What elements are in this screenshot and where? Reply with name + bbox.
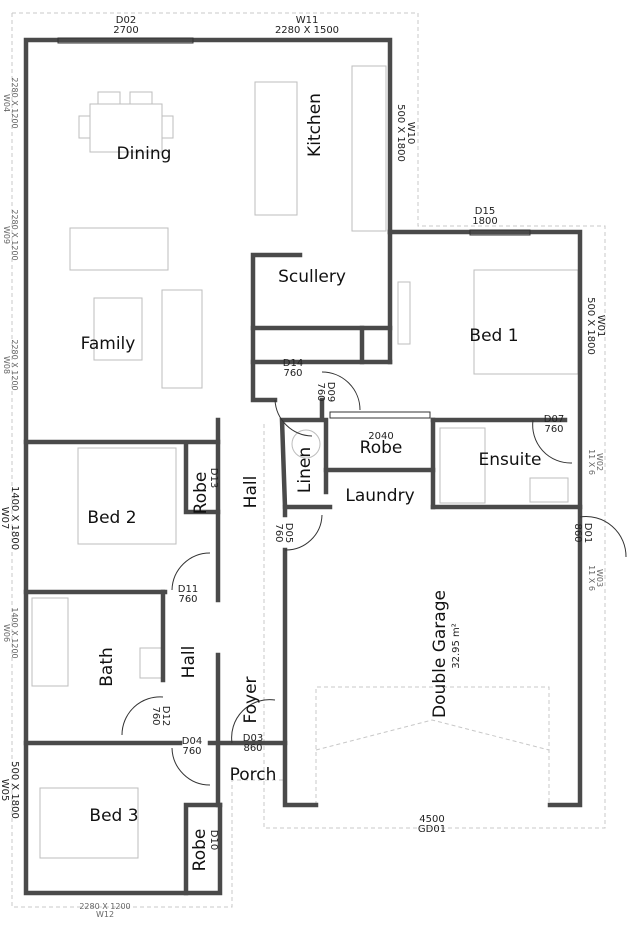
window-w07-code: W07 bbox=[0, 507, 10, 530]
window-w10-code: W10 bbox=[405, 122, 416, 145]
window-w08-size: 2280 X 1200 bbox=[10, 339, 19, 390]
door-d04-code: D04 bbox=[182, 736, 202, 747]
door-d01-code: D01 bbox=[582, 523, 593, 543]
door-d14-size: 760 bbox=[283, 368, 302, 379]
door-d15-code: D15 bbox=[475, 206, 495, 217]
room-bed1: Bed 1 bbox=[469, 326, 518, 346]
window-w04-code: W04 bbox=[2, 94, 11, 112]
room-robe-bed2: Robe bbox=[191, 472, 211, 515]
door-d07-size: 760 bbox=[544, 424, 563, 435]
room-dining: Dining bbox=[117, 144, 172, 164]
window-w05-code: W05 bbox=[0, 779, 10, 802]
window-w03-code: W03 bbox=[595, 569, 604, 587]
door-d13-code: D13 bbox=[208, 468, 219, 488]
door-gd01-code: GD01 bbox=[418, 824, 446, 835]
door-d02-code: D02 bbox=[116, 15, 136, 26]
window-w10-size: 500 X 1800 bbox=[395, 104, 406, 162]
window-w02-code: W02 bbox=[595, 453, 604, 471]
room-bath: Bath bbox=[97, 647, 117, 687]
door-d10-code: D10 bbox=[208, 830, 219, 850]
room-foyer: Foyer bbox=[241, 676, 261, 723]
room-linen: Linen bbox=[295, 447, 315, 493]
door-d07-code: D07 bbox=[544, 414, 564, 425]
window-w09-size: 2280 X 1200 bbox=[10, 209, 19, 260]
window-w09-code: W09 bbox=[2, 226, 11, 244]
furniture bbox=[31, 65, 579, 859]
door-labels: D02 2700 D15 1800 D14 760 D09 760 D07 76… bbox=[113, 15, 593, 850]
door-d11-code: D11 bbox=[178, 584, 198, 595]
door-d15-size: 1800 bbox=[472, 216, 497, 227]
door-d09-code: D09 bbox=[325, 382, 336, 402]
window-w11-code: W11 bbox=[296, 15, 319, 26]
door-d04-size: 760 bbox=[182, 746, 201, 757]
window-w02-size: 11 X 6 bbox=[587, 449, 596, 475]
window-w08-code: W08 bbox=[2, 356, 11, 374]
robe-slider-size: 2040 bbox=[368, 431, 393, 442]
door-d11-size: 760 bbox=[178, 594, 197, 605]
room-labels: Dining Kitchen Family Scullery Bed 1 Ens… bbox=[81, 93, 542, 871]
door-d05-size: 760 bbox=[273, 523, 284, 542]
door-d14-code: D14 bbox=[283, 358, 303, 369]
door-d12-size: 760 bbox=[150, 706, 161, 725]
door-swings bbox=[57, 37, 627, 786]
window-w04-size: 2280 X 1200 bbox=[10, 77, 19, 128]
door-d05-code: D05 bbox=[283, 523, 294, 543]
room-robe-master: Robe bbox=[360, 438, 403, 458]
room-bed2: Bed 2 bbox=[87, 508, 136, 528]
window-w06-code: W06 bbox=[2, 624, 11, 642]
window-w01-size: 500 X 1800 bbox=[585, 297, 596, 355]
door-d09-size: 760 bbox=[315, 382, 326, 401]
room-laundry: Laundry bbox=[345, 486, 414, 506]
door-d12-code: D12 bbox=[160, 706, 171, 726]
window-w11-size: 2280 X 1500 bbox=[275, 25, 339, 36]
room-porch: Porch bbox=[230, 765, 277, 785]
door-d01-size: 860 bbox=[572, 523, 583, 542]
door-d02-size: 2700 bbox=[113, 25, 138, 36]
room-kitchen: Kitchen bbox=[305, 93, 325, 157]
window-w12-size: 2280 X 1200 bbox=[79, 902, 130, 911]
walls bbox=[23, 37, 583, 896]
window-w12-code: W12 bbox=[96, 910, 114, 919]
room-bed3: Bed 3 bbox=[89, 806, 138, 826]
room-garage: Double Garage bbox=[430, 590, 450, 718]
room-ensuite: Ensuite bbox=[479, 450, 542, 470]
window-w06-size: 1400 X 1200 bbox=[10, 607, 19, 658]
door-gd01-size: 4500 bbox=[419, 814, 444, 825]
garage-area: 32.95 m² bbox=[451, 623, 462, 669]
room-hall-lower: Hall bbox=[179, 646, 199, 679]
door-d03-size: 860 bbox=[243, 743, 262, 754]
room-family: Family bbox=[81, 334, 136, 354]
window-w05-size: 500 X 1800 bbox=[9, 761, 20, 819]
window-labels: W11 2280 X 1500 500 X 1800 W10 500 X 180… bbox=[0, 15, 606, 919]
window-w07-size: 1400 X 1800 bbox=[9, 486, 20, 550]
room-hall-upper: Hall bbox=[241, 476, 261, 509]
window-w03-size: 11 X 6 bbox=[587, 565, 596, 591]
room-robe-bed3: Robe bbox=[190, 829, 210, 872]
roofline-dashed bbox=[11, 12, 606, 908]
window-w01-code: W01 bbox=[595, 315, 606, 338]
door-d03-code: D03 bbox=[243, 733, 263, 744]
room-scullery: Scullery bbox=[278, 267, 346, 287]
